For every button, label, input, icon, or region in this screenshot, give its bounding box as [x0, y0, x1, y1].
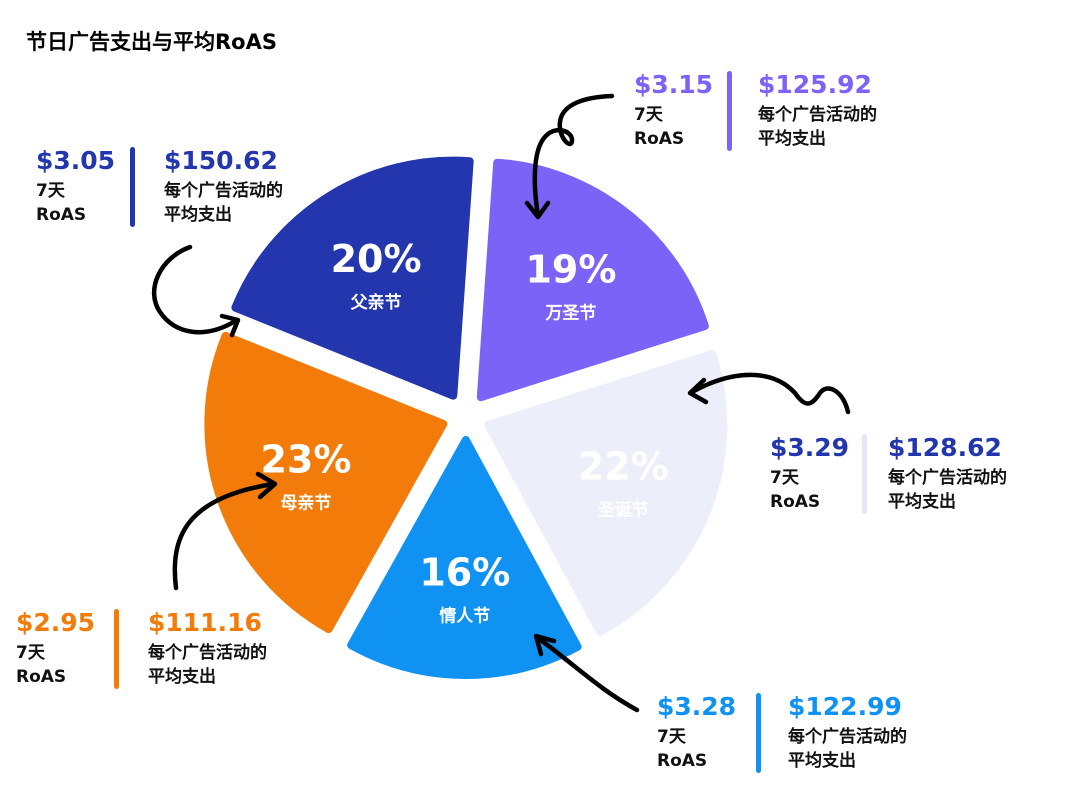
spend-label: 每个广告活动的 — [758, 105, 877, 125]
roas-value: $2.95 — [16, 608, 96, 637]
roas-label: RoAS — [16, 667, 67, 687]
callout-divider — [114, 609, 119, 689]
slice-name-mothers: 母亲节 — [280, 492, 331, 513]
roas-label: RoAS — [770, 492, 821, 512]
spend-label: 每个广告活动的 — [888, 468, 1007, 488]
slice-name-christmas: 圣诞节 — [598, 500, 649, 521]
callout-divider — [756, 693, 761, 773]
roas-value: $3.15 — [634, 70, 714, 99]
roas-label: RoAS — [36, 205, 87, 225]
roas-label-period: 7天 — [16, 643, 45, 663]
pie-slice-fathers — [231, 156, 474, 400]
roas-value: $3.28 — [657, 692, 737, 721]
chart-title: 节日广告支出与平均RoAS — [26, 30, 277, 54]
slice-name-valentines: 情人节 — [439, 606, 490, 627]
spend-value: $150.62 — [164, 146, 278, 175]
arrow-christmas — [689, 372, 851, 415]
pie-slice-halloween — [476, 158, 709, 402]
spend-value: $111.16 — [148, 608, 262, 637]
spend-value: $122.99 — [788, 692, 902, 721]
spend-label: 每个广告活动的 — [164, 181, 283, 201]
arrow-valentines — [535, 635, 640, 713]
arrowhead-fathers — [219, 313, 241, 338]
spend-label-sub: 平均支出 — [148, 667, 216, 687]
pie-slice-mothers — [204, 331, 448, 634]
arrowhead-mothers — [255, 471, 278, 500]
spend-label-sub: 平均支出 — [758, 129, 826, 149]
spend-label-sub: 平均支出 — [788, 751, 856, 771]
spend-label-sub: 平均支出 — [888, 492, 956, 512]
slice-percent-mothers: 23% — [260, 437, 351, 481]
roas-label-period: 7天 — [634, 105, 663, 125]
arrowhead-christmas — [687, 377, 709, 405]
arrowhead-valentines — [533, 633, 557, 657]
arrow-halloween — [532, 93, 615, 218]
pie-slices: 19% 万圣节 22% 圣诞节 16% 情人节 23% 母亲节 20% 父亲节 — [204, 156, 728, 679]
roas-label-period: 7天 — [657, 727, 686, 747]
arrow-fathers — [151, 244, 240, 335]
slice-percent-valentines: 16% — [419, 551, 510, 595]
arrowhead-halloween — [524, 200, 551, 220]
slice-percent-fathers: 20% — [331, 237, 422, 281]
callout-divider — [862, 434, 867, 514]
pie-slice-valentines — [347, 435, 582, 679]
spend-label: 每个广告活动的 — [788, 727, 907, 747]
callout-divider — [727, 71, 732, 151]
pie-slice-christmas — [484, 349, 728, 636]
spend-value: $125.92 — [758, 70, 872, 99]
roas-label-period: 7天 — [770, 468, 799, 488]
roas-value: $3.29 — [770, 433, 850, 462]
slice-percent-halloween: 19% — [525, 248, 616, 292]
spend-value: $128.62 — [888, 433, 1002, 462]
callout-arrows — [151, 93, 851, 713]
slice-name-halloween: 万圣节 — [544, 303, 596, 324]
slice-percent-christmas: 22% — [578, 445, 669, 489]
roas-value: $3.05 — [36, 146, 116, 175]
slice-name-fathers: 父亲节 — [350, 292, 402, 313]
spend-label-sub: 平均支出 — [164, 205, 232, 225]
arrow-mothers — [172, 481, 276, 591]
roas-label: RoAS — [657, 751, 708, 771]
roas-label: RoAS — [634, 129, 685, 149]
spend-label: 每个广告活动的 — [148, 643, 267, 663]
callout-divider — [130, 147, 135, 227]
roas-label-period: 7天 — [36, 181, 65, 201]
